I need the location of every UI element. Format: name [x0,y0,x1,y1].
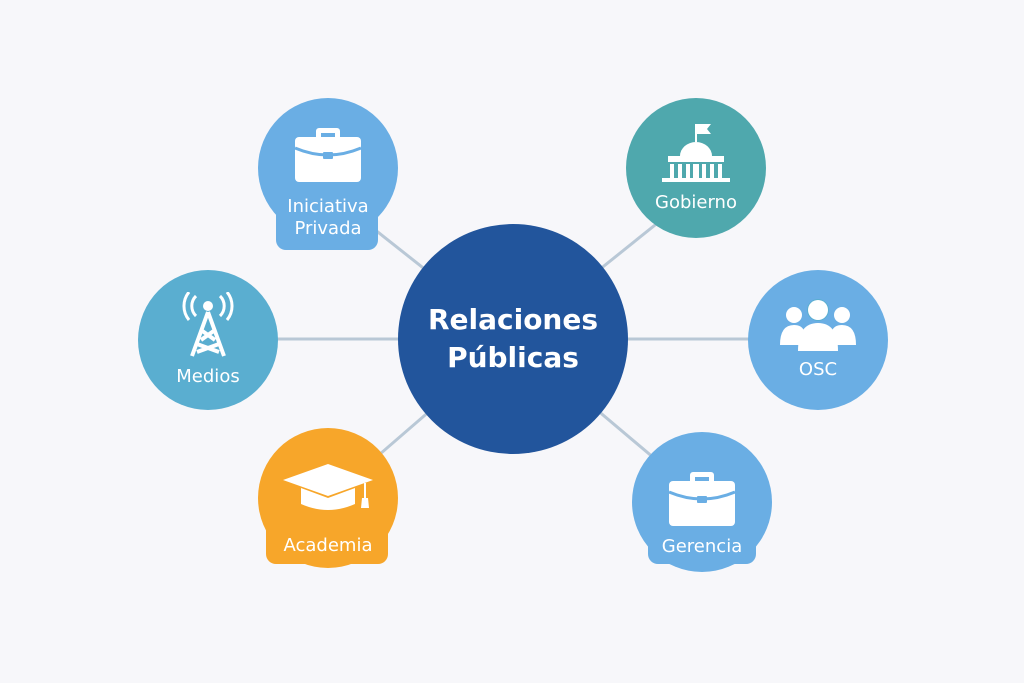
briefcase-icon [295,128,361,182]
label-gobierno: Gobierno [655,192,737,213]
broadcast-tower-icon [182,292,234,357]
label-medios: Medios [176,366,240,387]
node-medios[interactable]: Medios [138,270,278,410]
label-line2: Privada [294,218,362,239]
node-iniciativa-privada[interactable] [258,98,398,238]
briefcase-icon [669,472,735,526]
graduation-cap-icon [283,464,373,510]
node-osc[interactable]: OSC [748,270,888,410]
center-node-relaciones-publicas[interactable]: Relaciones Públicas [398,224,628,454]
node-gerencia[interactable] [632,432,772,572]
label-line1: Iniciativa [287,196,369,217]
node-academia[interactable] [258,428,398,568]
node-gobierno[interactable]: Gobierno [626,98,766,238]
label-osc: OSC [798,359,838,380]
label-gerencia: Gerencia [661,536,743,557]
label-iniciativa-privada: Iniciativa Privada [258,196,398,240]
center-label-line1: Relaciones [427,303,599,336]
label-academia: Academia [283,535,373,556]
government-building-icon [662,124,730,182]
center-label-line2: Públicas [447,341,579,374]
people-group-icon [780,299,856,351]
